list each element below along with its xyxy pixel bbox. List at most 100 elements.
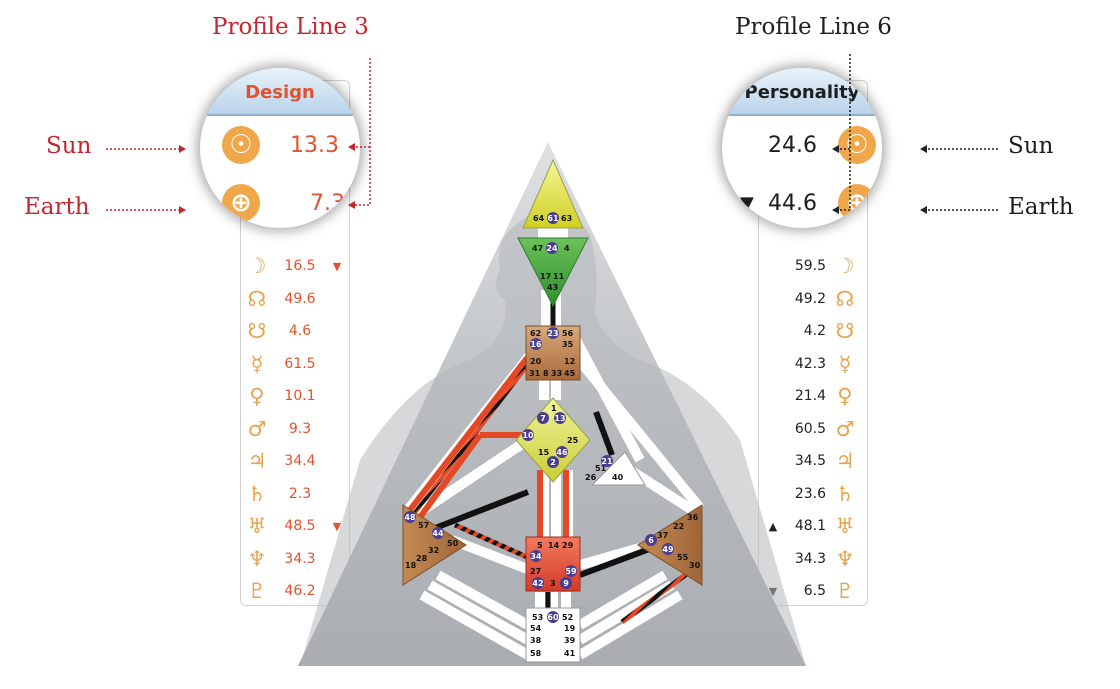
personality-planet-value: 42.3	[794, 355, 826, 372]
sun-icon: ☉	[838, 126, 876, 164]
planet-icon: ♂	[247, 416, 267, 441]
svg-text:49: 49	[662, 545, 674, 554]
svg-text:35: 35	[562, 340, 574, 349]
planet-icon: ♀	[837, 384, 853, 408]
planet-icon: ♆	[835, 546, 855, 571]
svg-text:5: 5	[537, 541, 543, 550]
design-planet-value: 4.6	[288, 323, 312, 339]
svg-text:60: 60	[547, 613, 559, 622]
svg-text:6: 6	[648, 536, 654, 545]
svg-text:21: 21	[601, 457, 613, 466]
ajna-center	[517, 237, 589, 308]
personality-planet-row: 49.2☊	[766, 287, 858, 311]
svg-text:24: 24	[546, 244, 558, 253]
design-planet-row: ☿61.5	[244, 352, 344, 376]
design-planet-value: 46.2	[284, 583, 316, 599]
svg-text:63: 63	[561, 214, 572, 223]
svg-text:36: 36	[687, 513, 699, 522]
personality-magnifier: Personality 24.6 ☉ ▼ 44.6 ⊕	[722, 68, 882, 228]
svg-text:52: 52	[562, 613, 573, 622]
svg-text:27: 27	[530, 567, 541, 576]
personality-planet-mark: ▲	[768, 519, 778, 533]
personality-planet-value: 23.6	[794, 485, 826, 502]
svg-text:31: 31	[529, 369, 541, 378]
svg-text:1: 1	[551, 404, 557, 413]
svg-text:26: 26	[585, 473, 597, 482]
design-planet-row: ♄ 2.3	[244, 482, 344, 506]
svg-text:58: 58	[530, 649, 542, 658]
planet-icon: ♄	[247, 481, 267, 506]
personality-planet-row: 59.5 ☽	[766, 254, 858, 278]
activated-gates: 61 24 23 16 7 13 10 46 2 21 48 44 34 59 …	[404, 212, 674, 623]
svg-text:19: 19	[564, 624, 576, 633]
svg-text:14: 14	[548, 541, 560, 550]
svg-text:53: 53	[532, 613, 543, 622]
design-planet-value: 34.3	[284, 550, 316, 567]
personality-planet-row: ▲48.1♅	[766, 514, 858, 538]
earth-icon: ⊕	[222, 184, 260, 222]
personality-earth-row: ▼ 44.6 ⊕	[722, 184, 882, 222]
planet-icon: ☽	[835, 254, 855, 278]
design-header: Design	[200, 68, 360, 116]
svg-text:16: 16	[530, 340, 542, 349]
personality-profile-callout: Profile Line 6	[735, 14, 892, 40]
personality-planet-row: 34.5 ♃	[766, 449, 858, 473]
svg-text:38: 38	[530, 636, 542, 645]
gate-labels: 64 63 47 4 17 11 43 62 56 35 20 12 31 8 …	[405, 214, 701, 658]
planet-icon: ♆	[247, 546, 267, 571]
planet-icon: ♃	[835, 449, 855, 473]
svg-text:20: 20	[530, 357, 542, 366]
spleen-center	[402, 504, 467, 586]
svg-text:48: 48	[404, 513, 416, 522]
svg-text:59: 59	[565, 567, 577, 576]
sun-right-callout: Sun	[1008, 133, 1054, 159]
personality-planet-value: 4.2	[803, 323, 826, 339]
svg-text:47: 47	[532, 244, 543, 253]
svg-text:9: 9	[563, 579, 569, 588]
svg-text:17: 17	[540, 272, 551, 281]
design-planet-row: ♆ 34.3	[244, 547, 344, 571]
svg-text:34: 34	[530, 552, 542, 561]
throat-center	[525, 325, 581, 381]
svg-text:3: 3	[550, 579, 556, 588]
design-magnifier: Design ☉ 13.3 ⊕ 7.3	[200, 68, 360, 228]
design-planet-value: 9.3	[288, 420, 312, 437]
planet-icon: ☽	[247, 254, 267, 278]
svg-text:44: 44	[432, 529, 444, 538]
design-planet-value: 10.1	[284, 388, 316, 404]
svg-text:64: 64	[533, 214, 545, 223]
planet-icon: ☊	[247, 286, 267, 311]
personality-planet-value: 59.5	[794, 258, 826, 274]
svg-text:39: 39	[564, 636, 576, 645]
svg-text:29: 29	[562, 541, 574, 550]
svg-text:4: 4	[564, 244, 570, 253]
svg-text:55: 55	[677, 553, 689, 562]
planet-icon: ♅	[247, 514, 267, 538]
svg-text:13: 13	[554, 414, 565, 423]
design-earth-row: ⊕ 7.3	[200, 184, 360, 222]
design-planet-row: ♇46.2	[244, 579, 344, 603]
planet-icon: ☿	[250, 351, 264, 376]
planet-icon: ♅	[835, 514, 855, 538]
design-planet-value: 49.6	[284, 290, 316, 307]
svg-text:42: 42	[532, 579, 543, 588]
svg-text:33: 33	[551, 369, 562, 378]
design-earth-value: 7.3	[310, 190, 345, 216]
design-planet-value: 16.5	[284, 258, 316, 274]
svg-text:43: 43	[547, 283, 558, 292]
personality-planet-row: 21.4♀	[766, 384, 858, 408]
design-planet-value: 2.3	[288, 485, 312, 502]
planet-icon: ☋	[835, 319, 855, 343]
svg-text:18: 18	[405, 561, 417, 570]
design-sun-row: ☉ 13.3	[200, 126, 360, 164]
svg-text:23: 23	[547, 329, 558, 338]
personality-sun-row: 24.6 ☉	[722, 126, 882, 164]
personality-earth-mark: ▼	[740, 192, 754, 214]
svg-text:40: 40	[612, 473, 624, 482]
personality-planet-row: 34.3♆	[766, 547, 858, 571]
personality-header: Personality	[722, 68, 882, 116]
personality-planet-value: 34.5	[794, 453, 826, 469]
svg-text:30: 30	[689, 561, 701, 570]
planet-icon: ♄	[835, 481, 855, 506]
